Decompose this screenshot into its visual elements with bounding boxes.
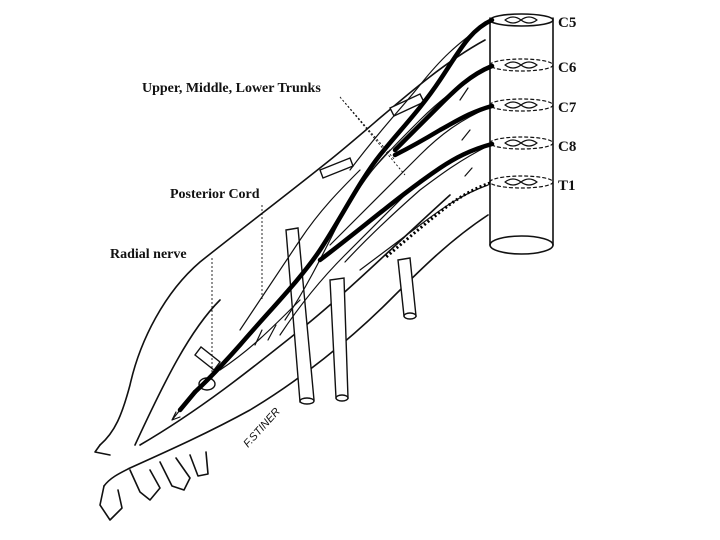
radial-nerve-pathway [171, 17, 495, 421]
trunks-label: Upper, Middle, Lower Trunks [142, 81, 321, 96]
level-label-c8: C8 [558, 139, 576, 155]
posterior-cord-label: Posterior Cord [170, 187, 260, 202]
level-label-c5: C5 [558, 15, 576, 31]
level-label-c7: C7 [558, 100, 577, 116]
artist-signature: F.STINER [241, 406, 283, 450]
spinal-cord [489, 13, 554, 255]
level-label-t1: T1 [558, 178, 576, 194]
radial-nerve-label: Radial nerve [110, 247, 187, 262]
spinal-level-labels: C5 C6 C7 C8 T1 [558, 15, 577, 194]
leader-lines [211, 96, 406, 380]
level-label-c6: C6 [558, 60, 577, 76]
